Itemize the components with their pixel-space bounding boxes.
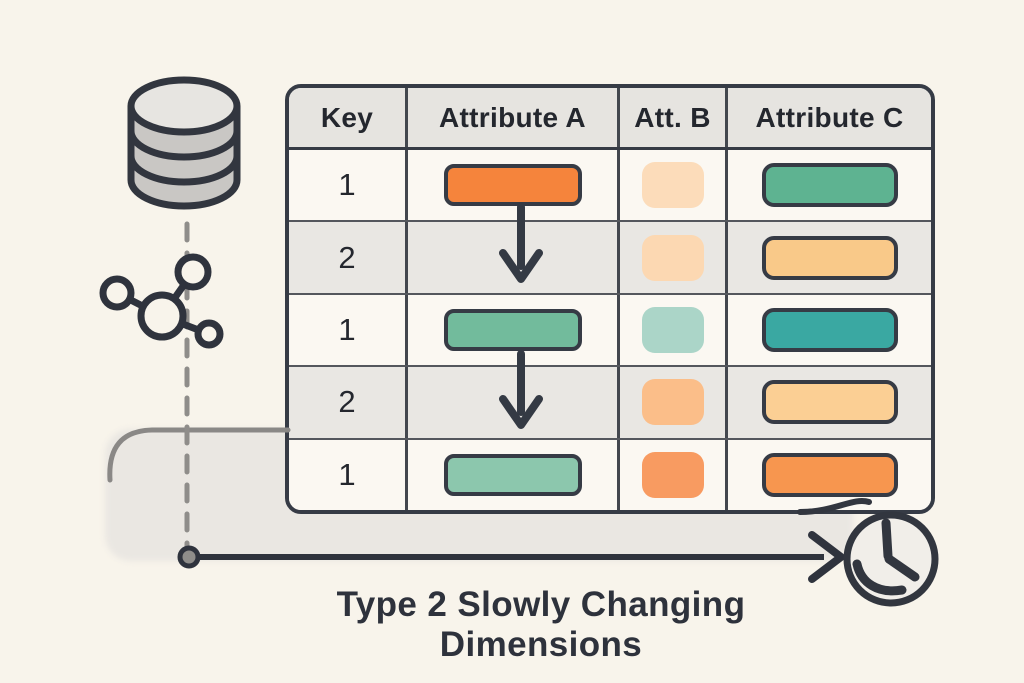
attribute-b-cell xyxy=(620,150,728,221)
key-cell: 2 xyxy=(289,367,408,438)
value-pill xyxy=(641,162,704,209)
value-pill xyxy=(761,380,898,425)
attribute-c-cell xyxy=(728,440,931,510)
diagram-title: Type 2 Slowly Changing Dimensions xyxy=(336,585,746,664)
database-icon xyxy=(127,76,241,210)
attribute-c-cell xyxy=(728,367,931,437)
value-pill xyxy=(641,307,704,354)
table-row: 2 xyxy=(289,365,931,438)
table-row: 1 xyxy=(289,437,931,510)
attribute-b-cell xyxy=(620,294,728,366)
attribute-a-cell xyxy=(408,150,620,221)
attribute-a-cell xyxy=(408,367,620,438)
key-cell: 1 xyxy=(289,150,408,221)
table-row: 2 xyxy=(289,220,931,293)
column-header-attribute-a: Attribute A xyxy=(408,88,620,147)
value-pill xyxy=(641,379,704,426)
table-row: 1 xyxy=(289,292,931,366)
value-pill xyxy=(443,309,582,352)
column-header-attribute-c: Attribute C xyxy=(755,101,904,133)
table-header-row: Key Attribute A Att. B Attribute C xyxy=(289,88,931,150)
attribute-b-cell xyxy=(620,439,728,510)
column-header-att-b: Att. B xyxy=(620,88,728,147)
attribute-a-cell xyxy=(408,222,620,293)
column-header-key: Key xyxy=(289,88,408,147)
key-cell: 1 xyxy=(289,439,408,510)
value-pill xyxy=(761,235,898,280)
value-pill xyxy=(443,453,582,496)
molecule-icon xyxy=(99,253,224,349)
value-pill xyxy=(761,163,898,208)
value-pill xyxy=(641,234,704,281)
attribute-c-cell xyxy=(728,150,931,220)
attribute-c-cell xyxy=(728,295,931,365)
value-pill xyxy=(761,308,898,353)
attribute-b-cell xyxy=(620,367,728,438)
key-cell: 2 xyxy=(289,222,408,293)
attribute-b-cell xyxy=(620,222,728,293)
key-cell: 1 xyxy=(289,294,408,366)
value-pill xyxy=(641,451,704,498)
attribute-a-cell xyxy=(408,439,620,510)
table-row: 1 xyxy=(289,150,931,221)
attribute-c-cell xyxy=(728,222,931,292)
value-pill xyxy=(761,452,898,497)
attribute-a-cell xyxy=(408,294,620,366)
value-pill xyxy=(443,164,582,207)
